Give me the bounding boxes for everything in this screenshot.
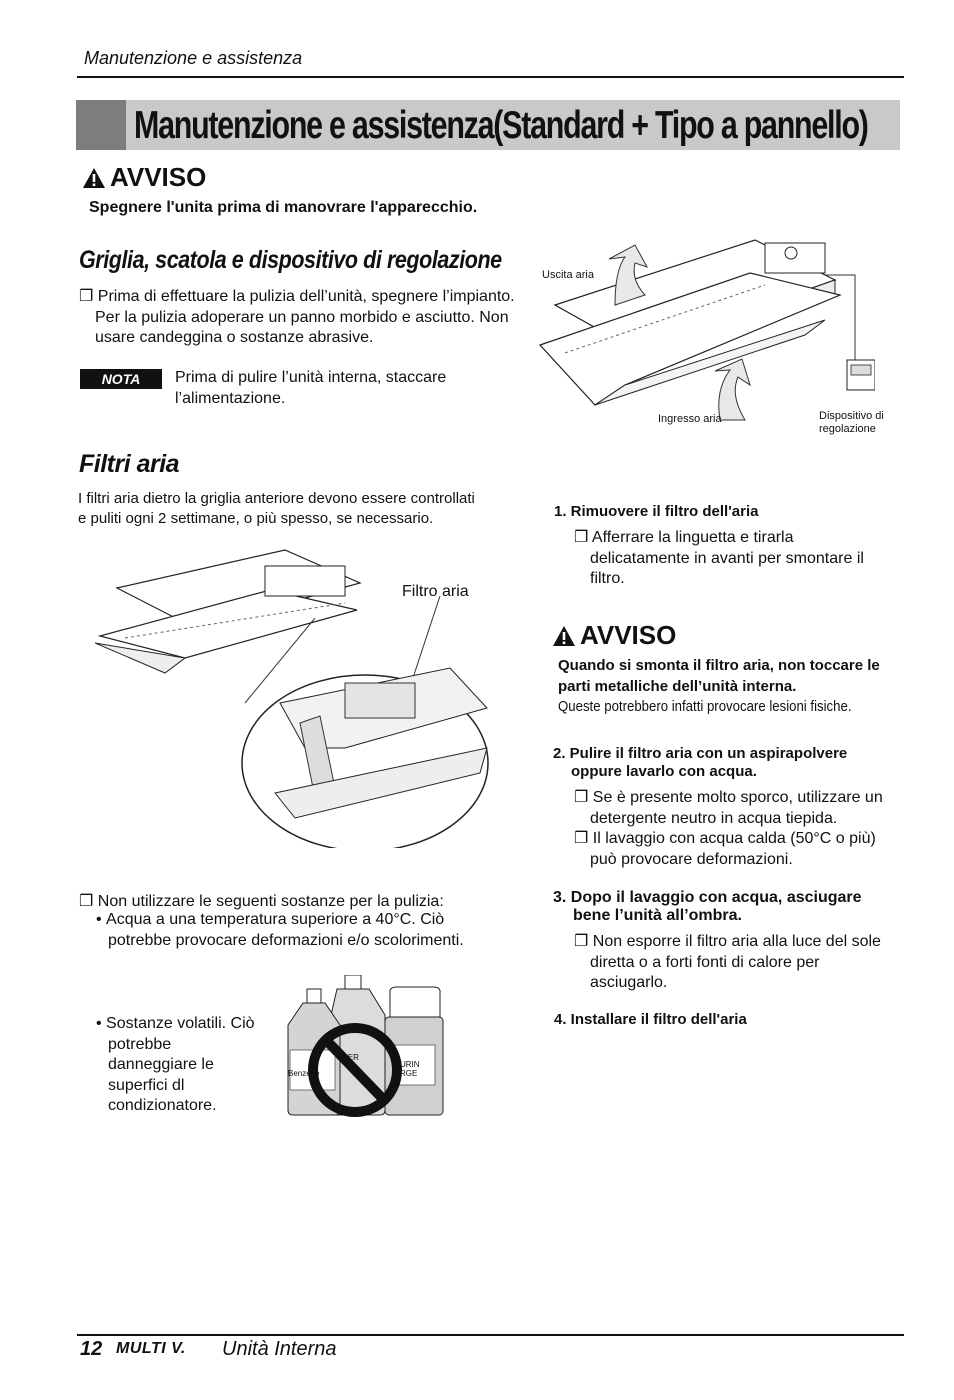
sub-item-2: • Sostanze volatili. Ciò potrebbe danneg… [96, 1015, 255, 1114]
step1-bullet: ❐ Afferrare la linguetta e tirarla delic… [574, 529, 864, 587]
label-device: Dispositivo di regolazione [819, 410, 884, 435]
indoor-unit-figure [538, 239, 875, 421]
running-header: Manutenzione e assistenza [84, 48, 303, 68]
checkbox-bullet-icon: ❐ [574, 529, 592, 546]
bottle-label-2: DER [342, 1053, 359, 1062]
header-rule [77, 76, 904, 78]
checkbox-bullet-icon: ❐ [574, 789, 593, 806]
page-number: 12 [80, 1338, 103, 1360]
nota-badge: NOTA [80, 369, 162, 389]
bottles-figure [287, 975, 444, 1117]
step1-title: 1. Rimuovere il filtro dell'aria [554, 503, 759, 520]
step2-title: 2. Pulire il filtro aria con un aspirapo… [553, 745, 848, 780]
bottle-label-3: URIN RGE [400, 1060, 420, 1078]
label-filter: Filtro aria [402, 583, 469, 600]
section-title-filters: Filtri aria [79, 450, 180, 478]
warning2-text: Queste potrebbero infatti provocare lesi… [558, 698, 852, 715]
sub-item-1-line1: • Acqua a una temperatura superiore a 40… [96, 911, 464, 949]
checkbox-bullet-icon: ❐ [574, 830, 593, 847]
footer-rule [77, 1334, 904, 1336]
footer-text: Unità Interna [222, 1338, 337, 1360]
bottle-label-benzene: Benzene [288, 1069, 320, 1078]
grid-bullet: ❐ Prima di effettuare la pulizia dell’un… [79, 288, 515, 346]
checkbox-bullet-icon: ❐ [79, 288, 98, 305]
filters-intro: I filtri aria dietro la griglia anterior… [78, 490, 475, 527]
step3-bullet: ❐ Non esporre il filtro aria alla luce d… [574, 933, 881, 991]
step3-title: 3. Dopo il lavaggio con acqua, asciugare… [553, 889, 862, 924]
warning2-label: AVVISO [580, 620, 677, 650]
label-outlet: Uscita aria [542, 269, 594, 281]
nota-text: Prima di pulire l’unità interna, staccar… [175, 369, 447, 407]
title-marker [76, 100, 126, 150]
section-title-grid: Griglia, scatola e dispositivo di regola… [79, 246, 502, 274]
brand-logo: MULTI V. [116, 1340, 186, 1357]
checkbox-bullet-icon: ❐ [574, 933, 593, 950]
title-bar [76, 100, 900, 150]
page-title: Manutenzione e assistenza(Standard + Tip… [134, 104, 869, 147]
label-inlet: Ingresso aria [658, 413, 722, 425]
warning-label: AVVISO [110, 162, 207, 192]
warning-text: Spegnere l'unita prima di manovrare l'ap… [89, 199, 478, 216]
warning-triangle-icon [83, 167, 105, 188]
step2-bullet-2: ❐ Il lavaggio con acqua calda (50°C o pi… [574, 830, 876, 868]
step4-title: 4. Installare il filtro dell'aria [554, 1011, 747, 1028]
warning2-bold: Quando si smonta il filtro aria, non toc… [558, 657, 880, 695]
step2-bullet-1: ❐ Se è presente molto sporco, utilizzare… [574, 789, 883, 827]
warning2-heading: AVVISO [552, 620, 676, 651]
filter-figure [95, 549, 489, 848]
warning-triangle-icon [553, 625, 575, 646]
substances-bullet: ❐ Non utilizzare le seguenti sostanze pe… [79, 893, 444, 910]
checkbox-bullet-icon: ❐ [79, 893, 98, 910]
warning-heading: AVVISO [82, 162, 206, 193]
